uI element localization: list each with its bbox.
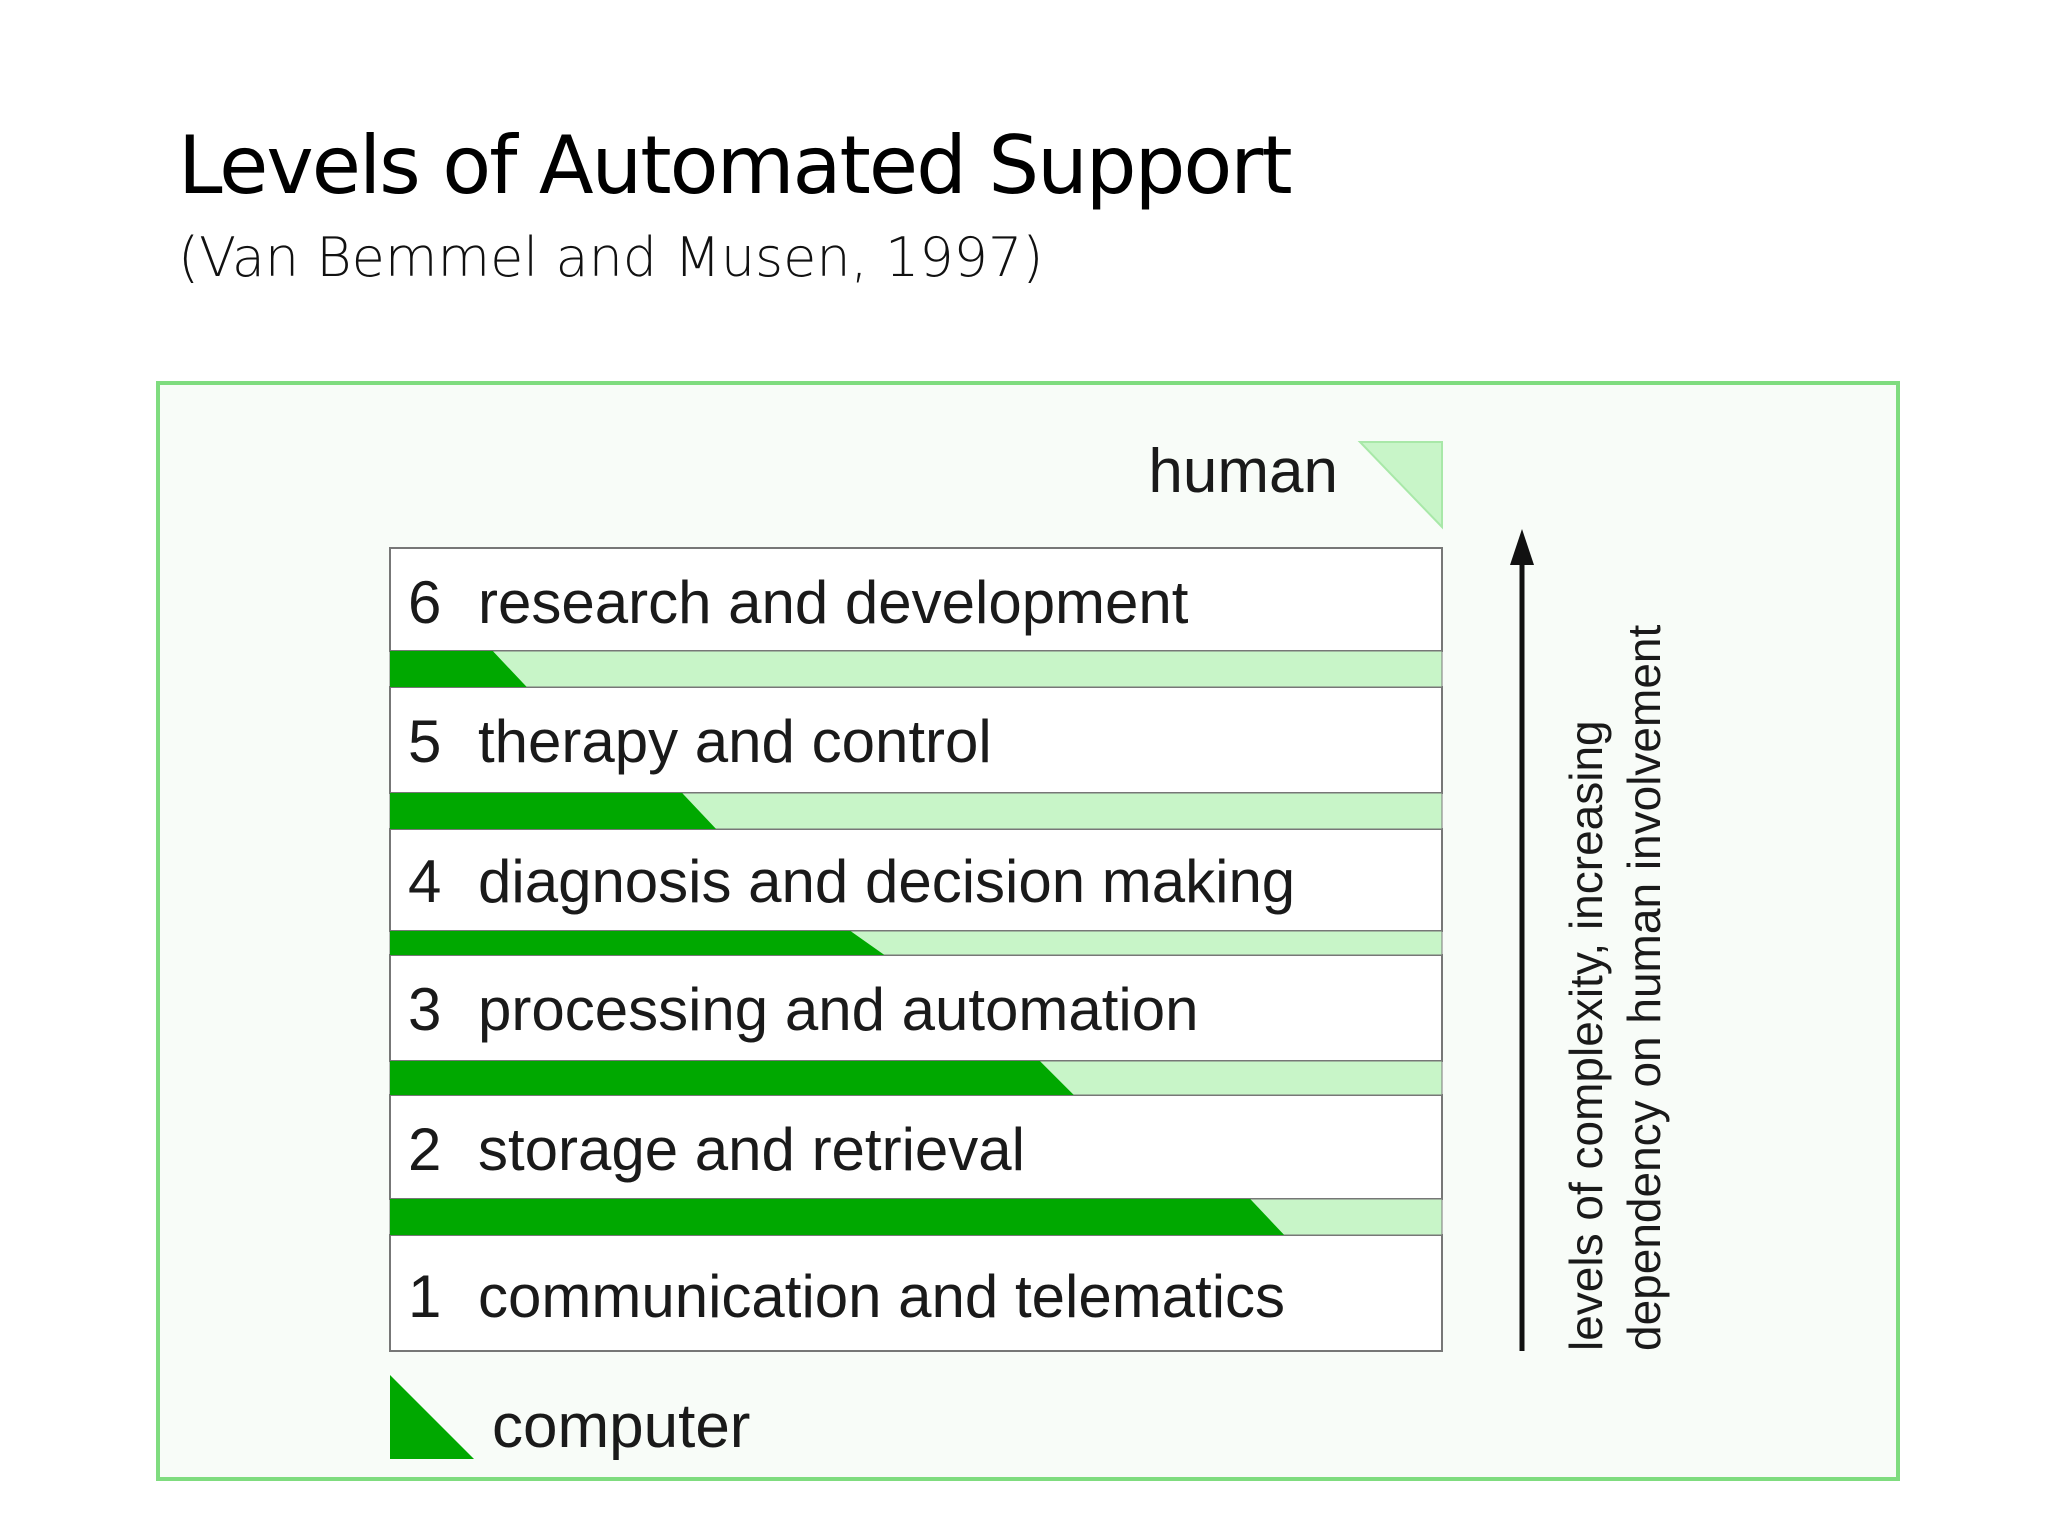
level-number-2: 2 (408, 1116, 441, 1183)
level-label-2: storage and retrieval (478, 1116, 1025, 1183)
level-number-5: 5 (408, 708, 441, 775)
band-5-6-background (389, 650, 1443, 688)
axis-label-complexity: levels of complexity, increasing (1560, 720, 1612, 1351)
levels-diagram-canvas: human 6 research and development 5 thera… (389, 437, 1670, 1461)
human-label: human (1148, 437, 1338, 506)
band-2-3-computer-share (390, 1061, 1074, 1095)
computer-label: computer (492, 1392, 750, 1461)
complexity-arrow-up-icon (1510, 529, 1534, 565)
level-box-3 (389, 954, 1443, 1062)
level-box-1 (389, 1234, 1443, 1352)
band-1-2-computer-share (390, 1199, 1285, 1235)
level-number-1: 1 (408, 1263, 441, 1330)
level-label-6: research and development (478, 569, 1189, 636)
human-wedge-icon (1357, 441, 1443, 530)
axis-label-human-dependency: dependency on human involvement (1618, 625, 1670, 1351)
band-3-4-computer-share (390, 931, 885, 955)
level-number-3: 3 (408, 976, 441, 1043)
levels-diagram: human 6 research and development 5 thera… (156, 381, 1900, 1481)
slide-title: Levels of Automated Support (178, 119, 1293, 212)
band-4-5-computer-share (390, 793, 717, 829)
level-label-3: processing and automation (478, 976, 1198, 1043)
slide-subtitle: (Van Bemmel and Musen, 1997) (178, 226, 1044, 289)
level-label-4: diagnosis and decision making (478, 848, 1295, 915)
computer-wedge-icon (390, 1375, 474, 1459)
level-number-6: 6 (408, 569, 441, 636)
level-box-2 (389, 1094, 1443, 1200)
band-5-6-computer-share (390, 651, 527, 687)
level-box-6 (389, 547, 1443, 652)
level-number-4: 4 (408, 848, 441, 915)
level-box-5 (389, 686, 1443, 794)
level-label-1: communication and telematics (478, 1263, 1285, 1330)
level-label-5: therapy and control (478, 708, 992, 775)
